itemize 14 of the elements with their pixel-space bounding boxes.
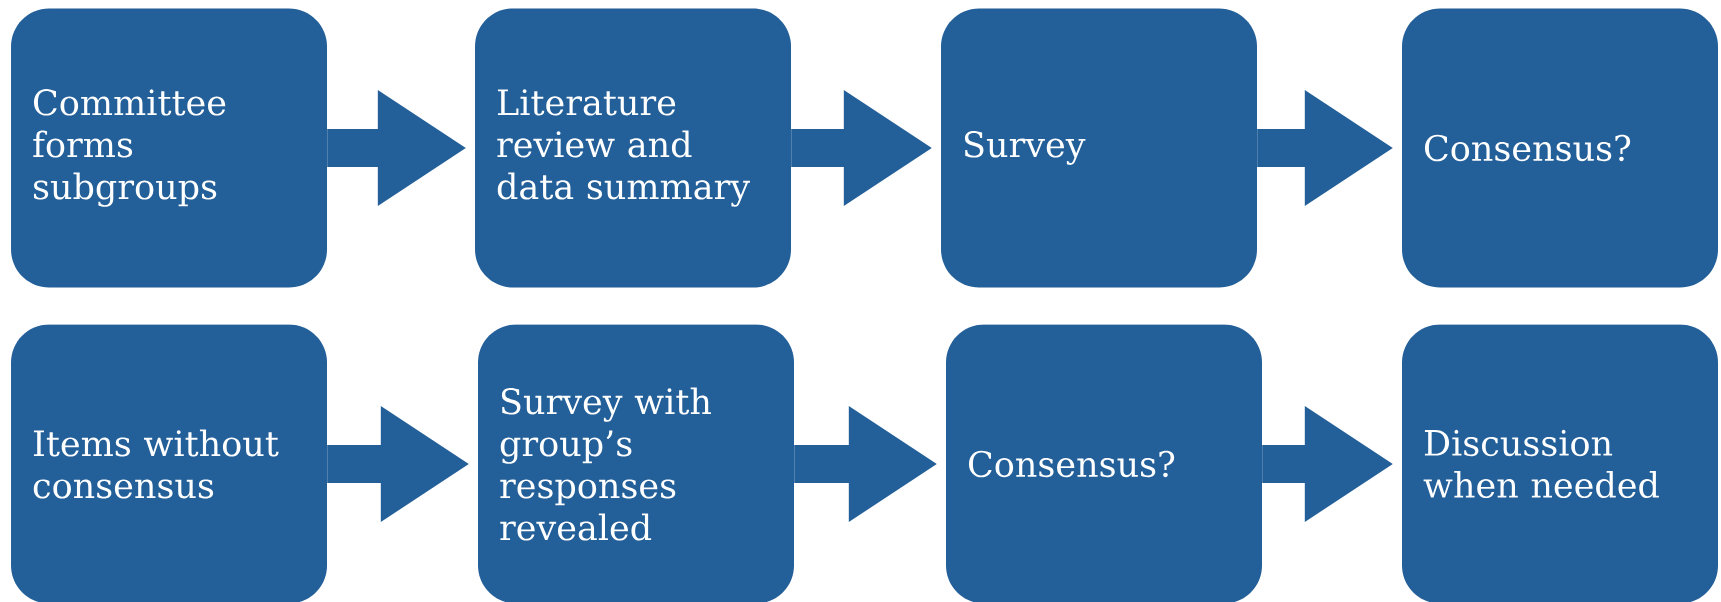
process-box: Survey with group’s responses revealed [478, 324, 794, 602]
process-box: Consensus? [1402, 8, 1718, 288]
process-box: Literature review and data summary [475, 8, 791, 288]
process-box: Consensus? [946, 324, 1262, 602]
block-arrow [327, 406, 469, 522]
process-box: Discussion when needed [1402, 324, 1718, 602]
process-box: Committee forms subgroups [11, 8, 327, 288]
block-arrow [1262, 406, 1393, 522]
block-arrow [791, 90, 932, 206]
process-box: Items without consensus [11, 324, 327, 602]
block-arrow [327, 90, 466, 206]
process-box: Survey [941, 8, 1257, 288]
block-arrow [794, 406, 937, 522]
block-arrow [1257, 90, 1393, 206]
